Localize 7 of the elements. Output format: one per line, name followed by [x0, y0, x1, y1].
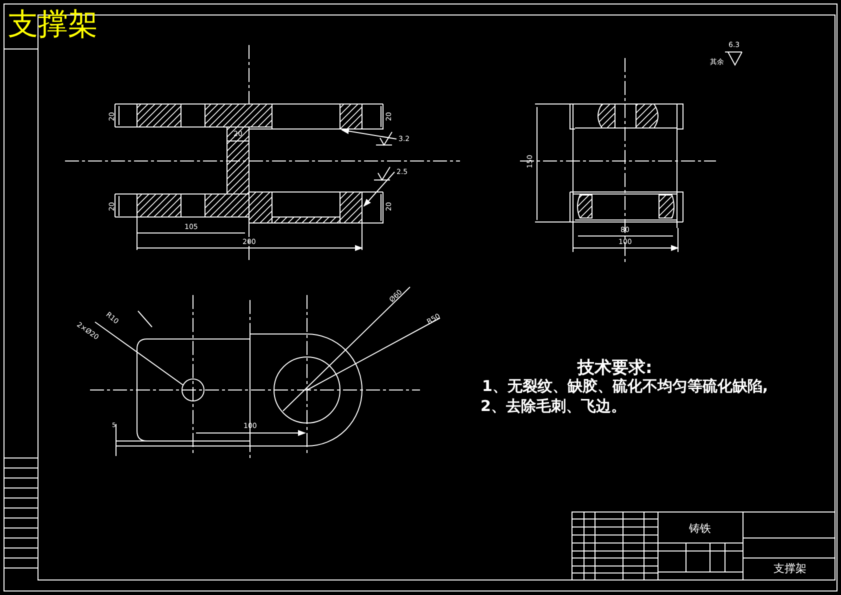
material-text: 铸铁 — [689, 522, 711, 534]
note-text: 1、无裂纹、缺胶、硫化不均匀等硫化缺陷, — [482, 378, 768, 394]
note-text: 2、去除毛刺、飞边。 — [480, 398, 626, 414]
drawing-name: 支撑架 — [774, 562, 806, 574]
leader-line — [341, 128, 397, 140]
note-heading: 技术要求: — [578, 360, 652, 376]
leader-line — [363, 172, 395, 207]
